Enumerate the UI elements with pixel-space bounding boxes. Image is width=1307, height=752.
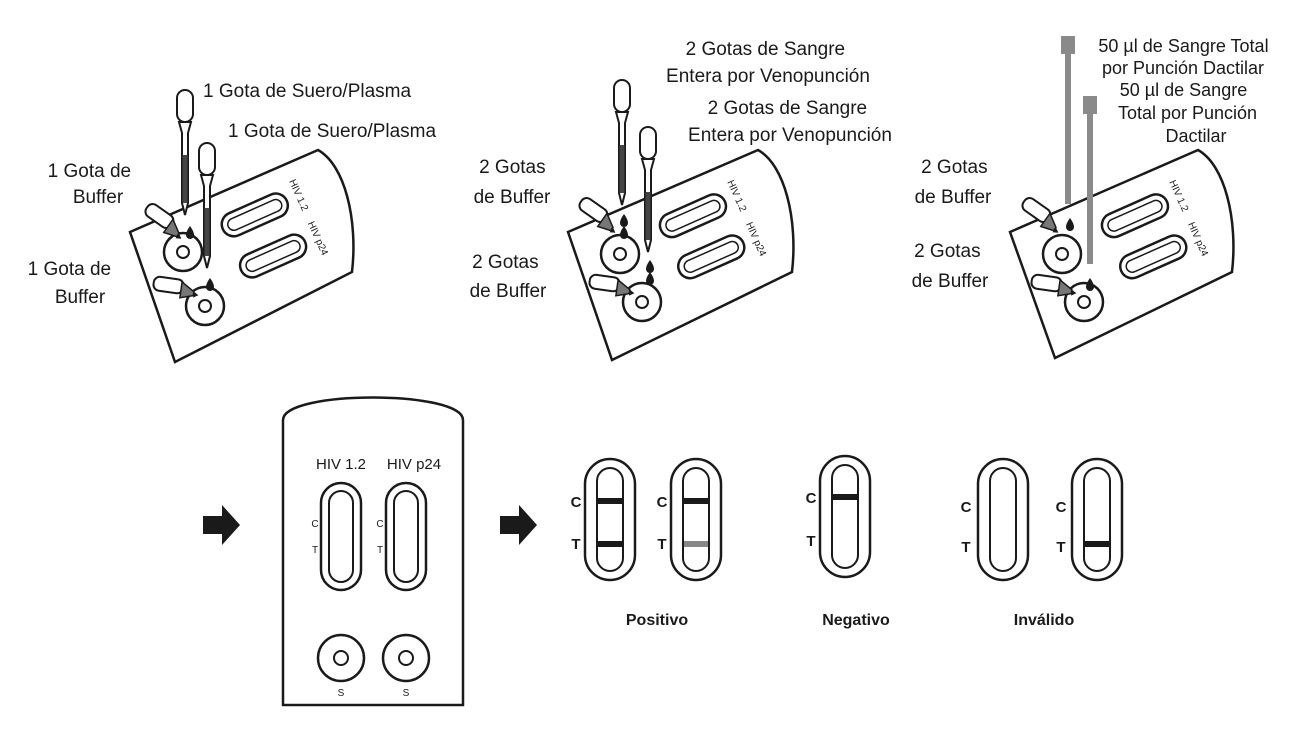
step2-pipette-top-line1: 2 Gotas de Sangre xyxy=(686,39,846,60)
control-band xyxy=(684,498,708,504)
step3-buffer-bottom-line2: de Buffer xyxy=(912,271,989,292)
test-band xyxy=(1085,541,1109,547)
control-band xyxy=(833,494,857,500)
step3-capillary-label-bottom: 50 µl de Sangre Total por Punción Dactil… xyxy=(1118,80,1262,146)
arrow-to-results xyxy=(500,505,537,545)
step3-buffer-bottom-line1: 2 Gotas xyxy=(914,241,981,262)
step2-buffer-top-line2: de Buffer xyxy=(474,187,551,208)
step3-buffer-label-bottom: 2 Gotas de Buffer xyxy=(912,241,989,292)
t-label: T xyxy=(1056,539,1065,556)
step1-buffer-bottom-line2: Buffer xyxy=(55,287,106,308)
step2-pipette-bottom-line1: 2 Gotas de Sangre xyxy=(708,98,868,119)
step2-buffer-top-line1: 2 Gotas xyxy=(479,157,546,178)
step3-capillary-bottom-line3: Dactilar xyxy=(1165,126,1226,146)
step1-sample-wells xyxy=(162,231,226,327)
positive-label: Positivo xyxy=(626,612,688,629)
step2-buffer-bottom-line1: 2 Gotas xyxy=(472,252,539,273)
c-label: C xyxy=(1056,499,1067,516)
step3-panel: HIV 1.2 HIV p24 50 µl de Sangre Total po… xyxy=(912,36,1273,360)
step3-capillary-top-line2: por Punción Dactilar xyxy=(1102,58,1264,78)
step1-buffer-bottom-line1: 1 Gota de xyxy=(28,259,111,280)
cassette-c-label-2: C xyxy=(376,519,383,530)
step1-buffer-label-bottom: 1 Gota de Buffer xyxy=(28,259,117,308)
step2-pipette-bottom-line2: Entera por Venopunción xyxy=(688,125,892,146)
step2-buffer-label-bottom: 2 Gotas de Buffer xyxy=(470,252,547,302)
cassette-strip1-label: HIV 1.2 xyxy=(316,456,366,473)
t-label: T xyxy=(657,536,666,553)
control-band xyxy=(598,498,622,504)
result-strip-invalid-test-only: C T xyxy=(1056,457,1124,582)
cassette-t-label-1: T xyxy=(312,545,318,556)
t-label: T xyxy=(571,536,580,553)
step2-pipette-label-top: 2 Gotas de Sangre Entera por Venopunción xyxy=(666,39,870,87)
step3-capillary-top-line1: 50 µl de Sangre Total xyxy=(1098,36,1268,56)
result-strip-negative: C T xyxy=(806,454,872,579)
step1-pipette-label-top: 1 Gota de Suero/Plasma xyxy=(203,81,411,102)
test-band xyxy=(598,541,622,547)
cassette-t-label-2: T xyxy=(377,545,383,556)
arrow-to-cassette xyxy=(203,505,240,545)
c-label: C xyxy=(961,499,972,516)
invalid-label: Inválido xyxy=(1014,612,1075,629)
step1-panel: HIV 1.2 HIV p24 1 Gota de Suero/Plasma 1… xyxy=(28,81,436,364)
step3-capillary-bottom-line1: 50 µl de Sangre xyxy=(1120,80,1247,100)
step1-buffer-label-top: 1 Gota de Buffer xyxy=(48,161,137,208)
cassette-strip2-label: HIV p24 xyxy=(387,456,441,473)
step3-buffer-top-line1: 2 Gotas xyxy=(921,157,988,178)
results-panel: C T C T Positivo C T Negativo C T xyxy=(571,454,1124,629)
c-label: C xyxy=(806,490,817,507)
step2-strips: HIV 1.2 HIV p24 xyxy=(658,179,768,280)
step2-buffer-bottom-line2: de Buffer xyxy=(470,281,547,302)
t-label: T xyxy=(806,533,815,550)
step2-panel: HIV 1.2 HIV p24 2 Gotas de Sangre Entera… xyxy=(470,39,892,362)
cassette-strip2-inner xyxy=(393,490,419,583)
c-label: C xyxy=(571,494,582,511)
step2-pipette-label-bottom: 2 Gotas de Sangre Entera por Venopunción xyxy=(688,98,892,146)
result-strip-positive-weak: C T xyxy=(657,457,723,582)
negative-label: Negativo xyxy=(822,612,890,629)
step1-pipette-label-bottom: 1 Gota de Suero/Plasma xyxy=(228,121,436,142)
step2-buffer-label-top: 2 Gotas de Buffer xyxy=(474,157,551,208)
cassette-sample-label-1: S xyxy=(338,688,345,699)
step1-buffer-top-line2: Buffer xyxy=(73,187,124,208)
result-strip-positive-strong: C T xyxy=(571,457,637,582)
step3-capillary-bottom-line2: Total por Punción xyxy=(1118,103,1257,123)
t-label: T xyxy=(961,539,970,556)
result-strip-invalid-none: C T xyxy=(961,457,1030,582)
cassette-c-label-1: C xyxy=(311,519,318,530)
cassette-sample-label-2: S xyxy=(403,688,410,699)
step3-buffer-label-top: 2 Gotas de Buffer xyxy=(915,157,993,208)
faint-test-band xyxy=(684,541,708,547)
c-label: C xyxy=(657,494,668,511)
step3-capillary-label-top: 50 µl de Sangre Total por Punción Dactil… xyxy=(1098,36,1273,78)
step2-pipette-top-line2: Entera por Venopunción xyxy=(666,66,870,87)
step1-buffer-top-line1: 1 Gota de xyxy=(48,161,131,182)
cassette-front-view: HIV 1.2 HIV p24 C T C T S S xyxy=(281,396,465,707)
step3-buffer-top-line2: de Buffer xyxy=(915,187,992,208)
cassette-strip1-inner xyxy=(328,490,354,583)
